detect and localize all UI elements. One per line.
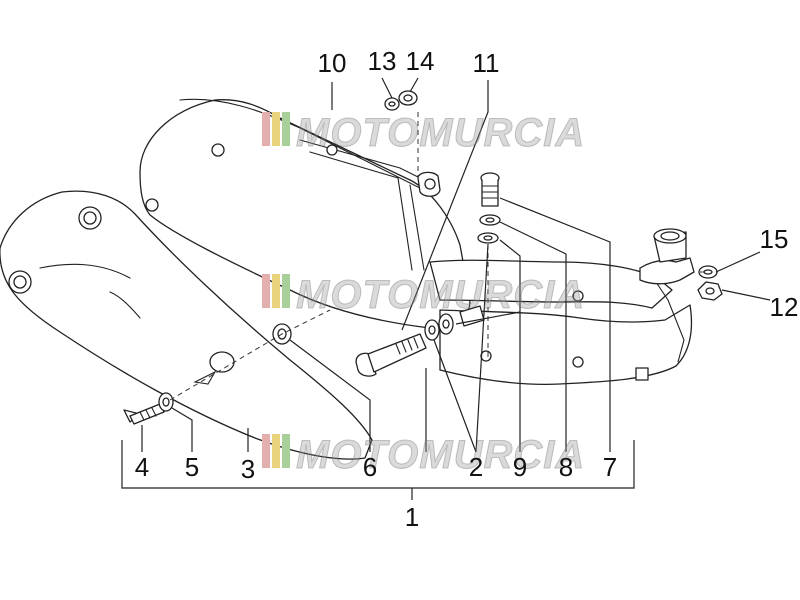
callout-labels: 4 5 3 6 2 9 8 7 1 10 13 14 11 15 12 xyxy=(135,46,799,532)
callout-2: 2 xyxy=(469,452,483,482)
callout-11: 11 xyxy=(473,48,500,78)
washer-15 xyxy=(698,265,718,279)
watermark-stripe-1 xyxy=(262,434,270,468)
watermark-text: MOTOMURCIA xyxy=(296,111,585,155)
callout-9: 9 xyxy=(513,452,527,482)
watermark-stripe-3 xyxy=(282,112,290,146)
callout-12: 12 xyxy=(770,292,799,322)
watermark-stripe-2 xyxy=(272,274,280,308)
watermark-text: MOTOMURCIA xyxy=(296,273,585,317)
watermark-stripe-2 xyxy=(272,434,280,468)
nut-12 xyxy=(697,281,723,301)
callout-5: 5 xyxy=(185,452,199,482)
callout-6: 6 xyxy=(363,452,377,482)
callout-15: 15 xyxy=(760,224,789,254)
screw-4 xyxy=(123,403,165,425)
callout-13: 13 xyxy=(368,46,397,76)
callout-3: 3 xyxy=(241,454,255,484)
bolt-7 xyxy=(480,172,500,207)
callout-8: 8 xyxy=(559,452,573,482)
callout-1: 1 xyxy=(405,502,419,532)
callout-10: 10 xyxy=(318,48,347,78)
washers-2 xyxy=(424,313,454,341)
watermark-stripe-2 xyxy=(272,112,280,146)
heat-shield-outer xyxy=(0,190,373,460)
watermark-stripe-3 xyxy=(282,274,290,308)
callout-7: 7 xyxy=(603,452,617,482)
watermark-stripe-3 xyxy=(282,434,290,468)
watermark-stripe-1 xyxy=(262,112,270,146)
callout-14: 14 xyxy=(406,46,435,76)
callout-4: 4 xyxy=(135,452,149,482)
leader-lines xyxy=(121,77,771,500)
washer-8 xyxy=(477,214,501,244)
axis-screw-4 xyxy=(169,309,331,401)
watermark-text: MOTOMURCIA xyxy=(296,433,585,477)
watermark-stripe-1 xyxy=(262,274,270,308)
watermark-logo: MOTOMURCIA xyxy=(262,433,585,478)
washers-13-14 xyxy=(384,90,418,111)
watermark-logo: MOTOMURCIA xyxy=(262,111,585,156)
washer-5 xyxy=(158,392,174,412)
watermark-logo: MOTOMURCIA xyxy=(262,273,585,318)
bolt-9 xyxy=(355,333,427,377)
